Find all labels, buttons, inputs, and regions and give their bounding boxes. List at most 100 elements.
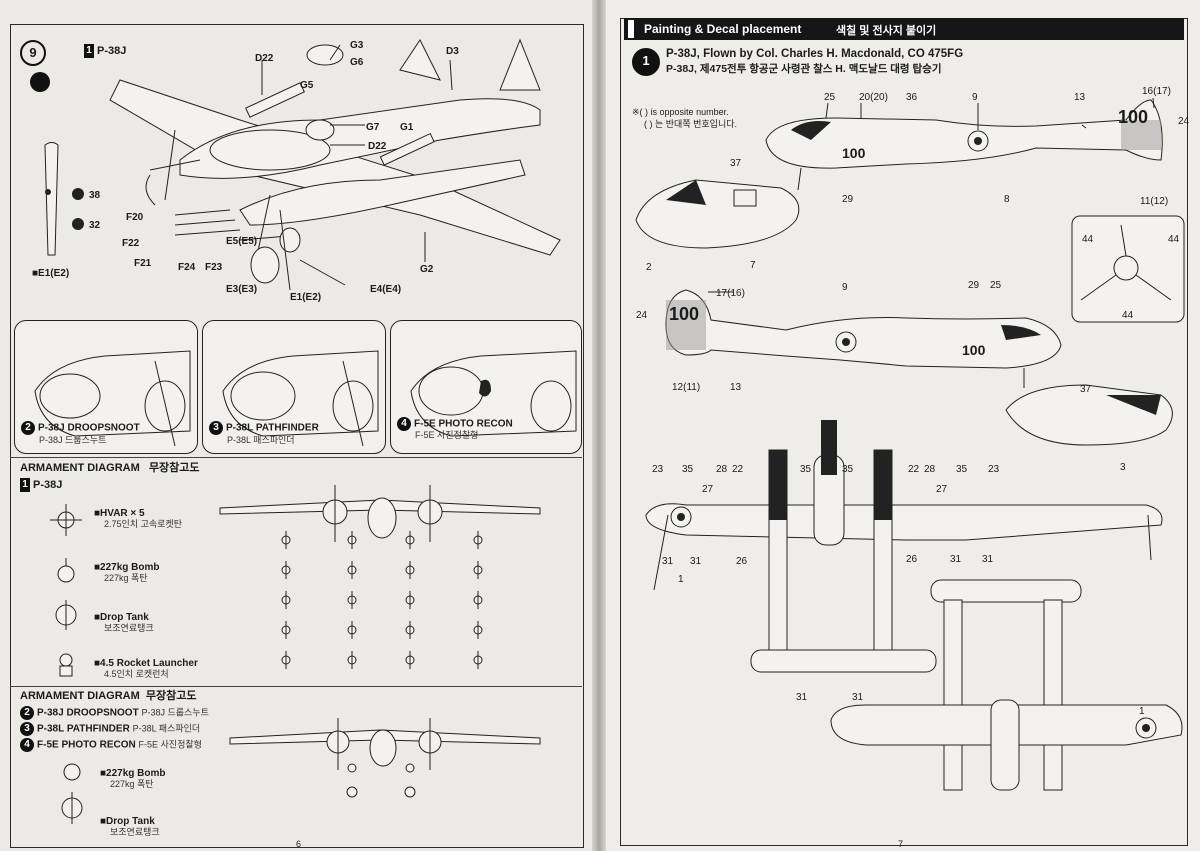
decal-label: 26	[906, 554, 918, 565]
tail-number-decal: 100	[669, 304, 700, 324]
part-label: E3(E3)	[226, 284, 258, 295]
decal-label: 13	[1074, 92, 1086, 103]
armament-item: ■4.5 Rocket Launcher	[94, 658, 198, 669]
decal-label: 22	[908, 464, 920, 475]
side-number-decal: 100	[842, 145, 866, 161]
part-label: D3	[446, 46, 459, 57]
part-label: 38	[89, 190, 101, 201]
decal-label: 31	[852, 692, 864, 703]
decal-label: 24	[1178, 116, 1190, 127]
variant-sub: P-38J 드룹스누트	[39, 435, 107, 445]
part-label: E4(E4)	[370, 284, 402, 295]
divider	[10, 457, 582, 458]
decal-label: 26	[736, 556, 748, 567]
decal-label: 31	[950, 554, 962, 565]
decal-label: 24	[636, 310, 648, 321]
decal-label: 36	[906, 92, 918, 103]
decal-label: 44	[1168, 234, 1180, 245]
decal-label: 35	[842, 464, 854, 475]
decal-label: 17(16)	[716, 288, 745, 299]
assembly-drawing	[44, 38, 561, 291]
decal-label: 44	[1122, 310, 1134, 321]
decal-label: 29	[842, 194, 854, 205]
left-frame	[10, 24, 584, 848]
decal-label: 9	[972, 92, 978, 103]
decal-label: 3	[1120, 462, 1126, 473]
decal-label: 31	[982, 554, 994, 565]
decal-label: 31	[662, 556, 674, 567]
decal-label: 44	[1082, 234, 1094, 245]
part-label: G5	[300, 80, 314, 91]
part-label: G6	[350, 57, 364, 68]
armament-title: ARMAMENT DIAGRAM 무장참고도	[20, 690, 197, 702]
decal-label: 35	[682, 464, 694, 475]
part-label: F24	[178, 262, 196, 273]
armament-title: ARMAMENT DIAGRAM 무장참고도	[20, 462, 200, 474]
scheme-title-kr: P-38J, 제475전투 항공군 사령관 찰스 H. 맥도날드 대령 탑승기	[666, 63, 942, 75]
armament-item: ■227kg Bomb	[94, 562, 160, 573]
part-label: 32	[89, 220, 101, 231]
decal-label: 31	[796, 692, 808, 703]
variant-sub: P-38L 패스파인더	[227, 435, 295, 445]
decal-label: 31	[690, 556, 702, 567]
decal-drawings	[635, 97, 1185, 791]
book-gutter	[592, 0, 606, 851]
part-label: E5(E5)	[226, 236, 258, 247]
armament-item: ■HVAR × 5	[94, 508, 145, 519]
part-label: F23	[205, 262, 223, 273]
decal-label: 13	[730, 382, 742, 393]
decal-label: 8	[1004, 194, 1010, 205]
step-number: 9	[20, 40, 46, 66]
section-title: Painting & Decal placement	[644, 22, 802, 36]
paint-icon	[30, 72, 50, 92]
part-label: F21	[134, 258, 152, 269]
note-kr: ( ) 는 반대쪽 번호입니다.	[644, 119, 738, 129]
part-label: G2	[420, 264, 434, 275]
decal-label: 11(12)	[1140, 196, 1169, 207]
armament-item-sub: 2.75인치 고속로켓탄	[104, 519, 182, 529]
decal-label: 35	[956, 464, 968, 475]
decal-label: 27	[936, 484, 948, 495]
decal-label: 25	[824, 92, 836, 103]
section-header: Painting & Decal placement 색칠 및 전사지 붙이기	[624, 18, 1184, 40]
armament-item-sub: 보조연료탱크	[110, 827, 160, 837]
decal-label: 35	[800, 464, 812, 475]
armament-item-sub: 227kg 폭탄	[104, 573, 148, 583]
section-title-kr: 색칠 및 전사지 붙이기	[836, 25, 937, 37]
page-number: 6	[296, 839, 302, 849]
header-mark	[628, 20, 634, 38]
armament-item: ■Drop Tank	[100, 816, 155, 827]
divider	[10, 686, 582, 687]
part-label: ■E1(E2)	[32, 268, 70, 279]
decal-label: 2	[646, 262, 652, 273]
part-label: D22	[368, 141, 387, 152]
armament-item: ■227kg Bomb	[100, 768, 166, 779]
decal-label: 22	[732, 464, 744, 475]
decal-label: 23	[988, 464, 1000, 475]
part-label: G1	[400, 122, 414, 133]
part-label: G3	[350, 40, 364, 51]
side-number-decal: 100	[962, 342, 986, 358]
part-label: F22	[122, 238, 140, 249]
part-label: D22	[255, 53, 274, 64]
decal-label: 28	[716, 464, 728, 475]
decal-label: 27	[702, 484, 714, 495]
scheme-number: 1	[632, 48, 660, 76]
decal-label: 29	[968, 280, 980, 291]
armament-item-sub: 4.5인치 로켓런처	[104, 669, 169, 679]
decal-label: 28	[924, 464, 936, 475]
scheme-title: P-38J, Flown by Col. Charles H. Macdonal…	[666, 48, 964, 60]
armament-item-sub: 227kg 폭탄	[110, 779, 154, 789]
